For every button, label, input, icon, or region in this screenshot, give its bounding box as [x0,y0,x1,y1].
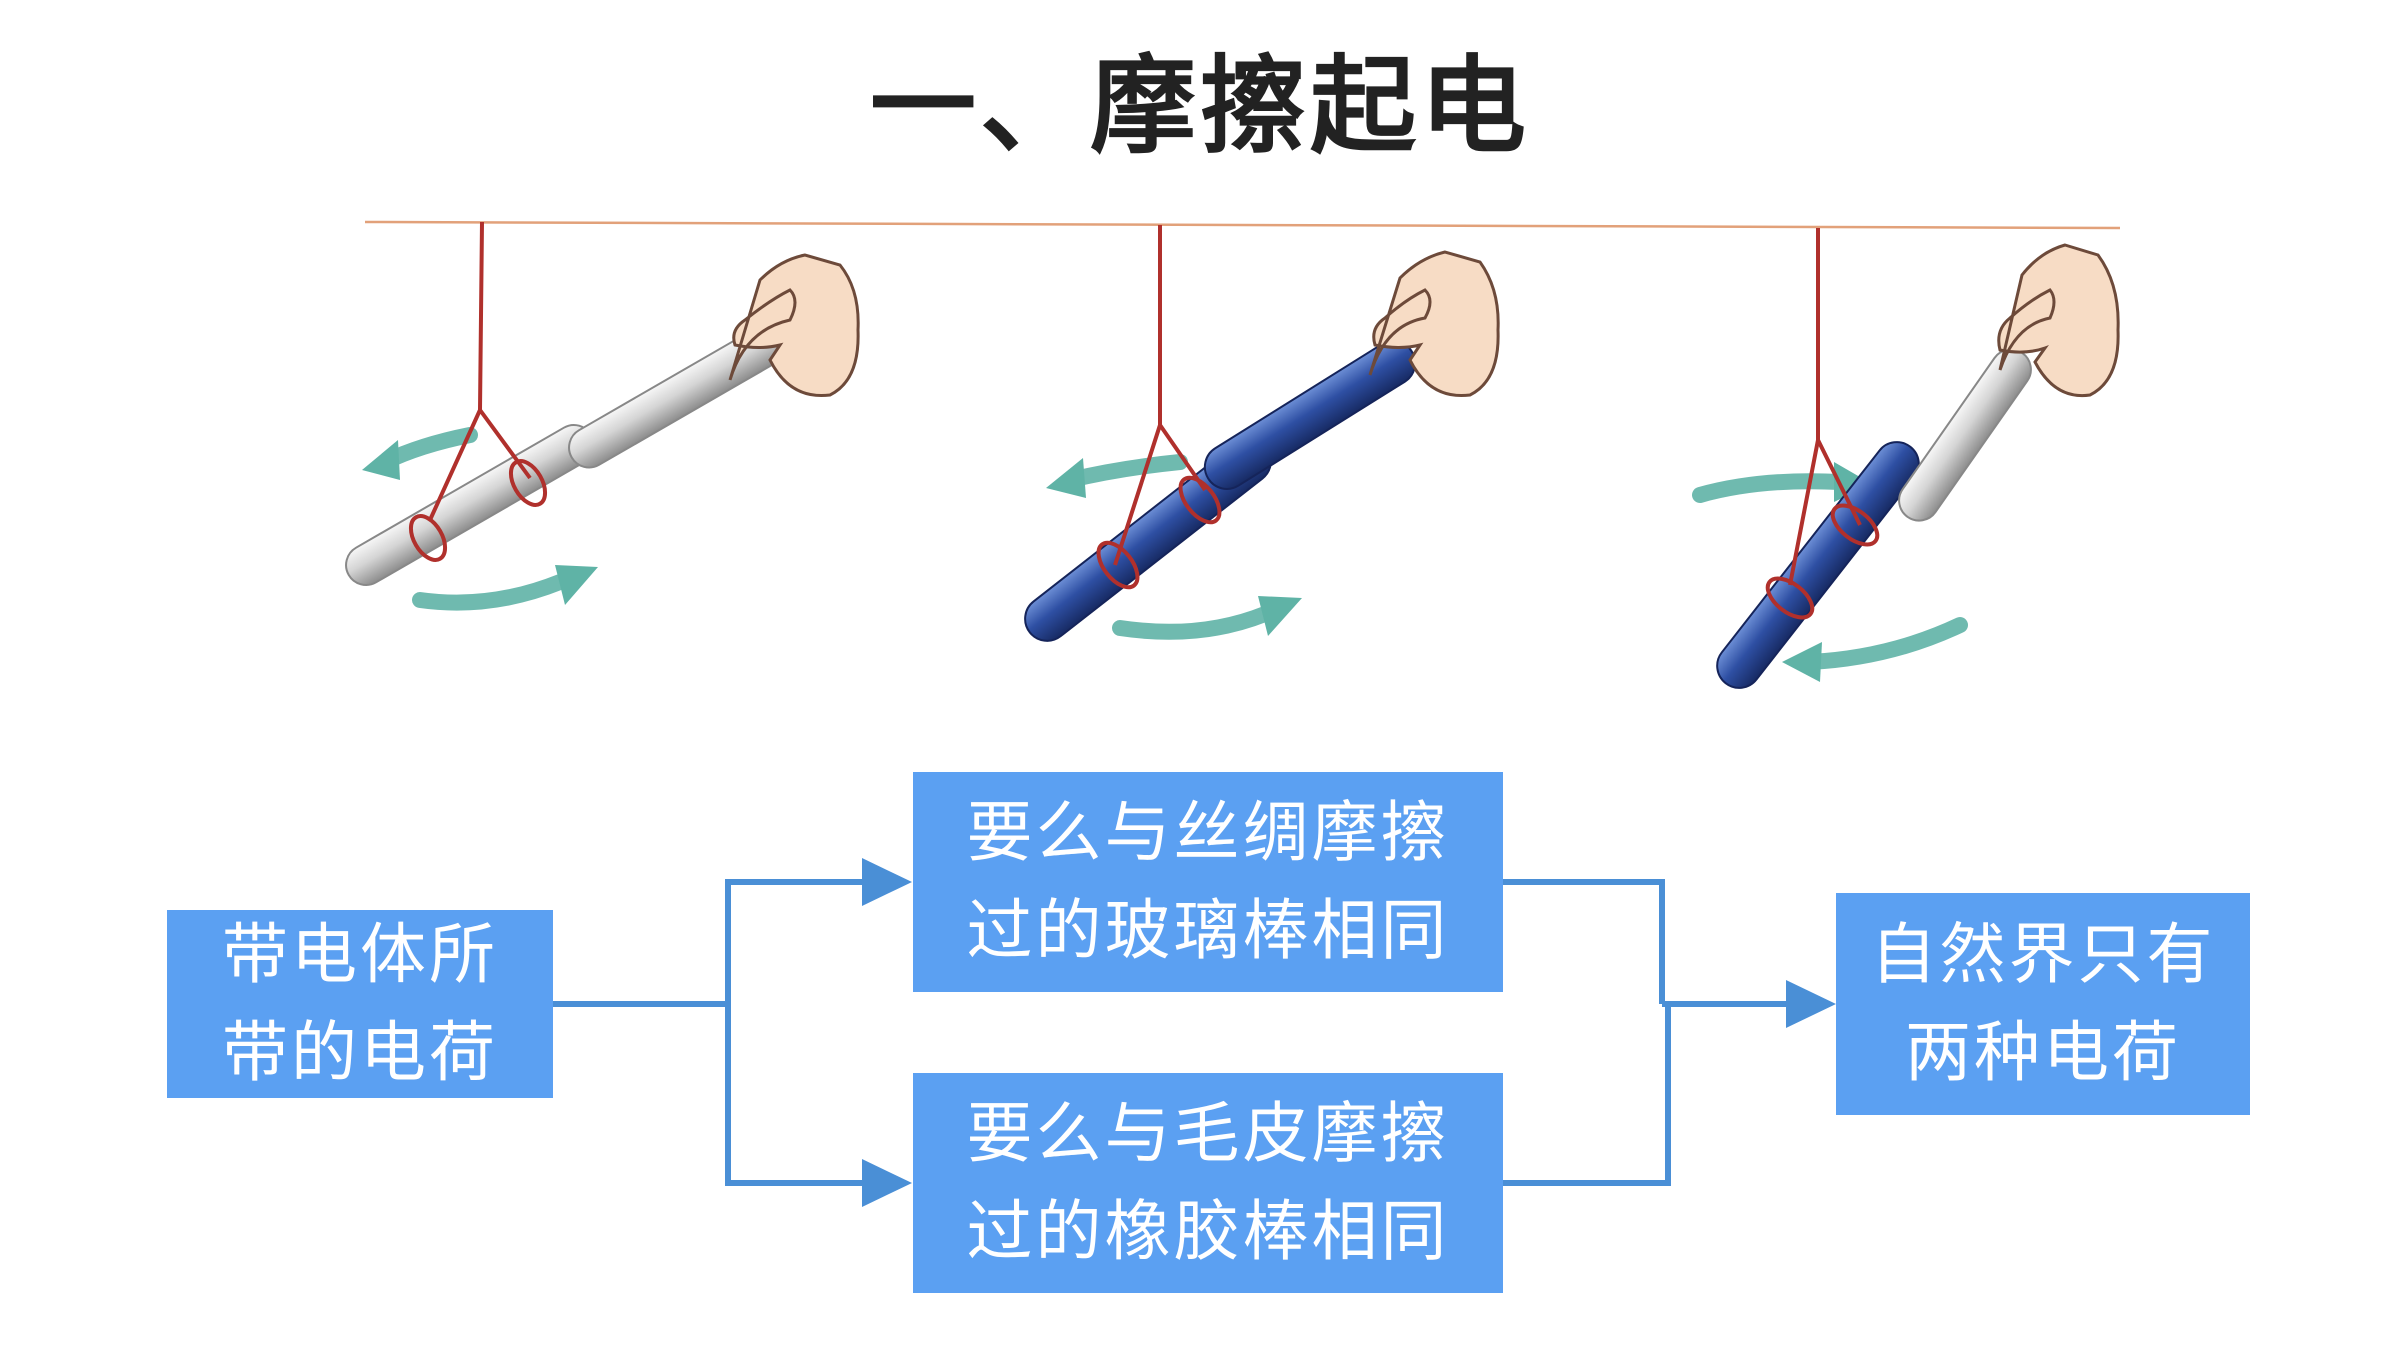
box-fur-rubber: 要么与毛皮摩擦 过的橡胶棒相同 [913,1073,1503,1293]
arrowhead-icon [555,565,598,605]
arrowhead-icon [1786,980,1836,1028]
connector-lower-out [1503,1004,1671,1186]
string-loop [508,459,548,507]
box-line: 带电体所 [222,916,498,993]
string-loop [1178,475,1222,525]
suspension-string [1788,228,1862,586]
flow-connectors [553,879,1795,1186]
arrowhead-icon [1258,596,1302,636]
box-line: 过的玻璃棒相同 [966,892,1450,969]
suspension-string [428,221,532,521]
string-loop [1830,503,1880,547]
box-line: 带的电荷 [222,1014,498,1091]
box-silk-glass: 要么与丝绸摩擦 过的玻璃棒相同 [913,772,1503,992]
arrowhead-icon [862,1159,912,1207]
box-line: 要么与丝绸摩擦 [966,794,1450,871]
arrowhead-icon [1782,642,1822,682]
box-line: 两种电荷 [1905,1014,2181,1091]
box-line: 要么与毛皮摩擦 [966,1095,1450,1172]
box-charged-body: 带电体所 带的电荷 [167,910,553,1098]
hand-icon [728,253,860,398]
glass-rod-held [1898,348,2032,522]
box-line: 自然界只有 [1870,916,2216,993]
rotation-arrow-icon [1692,473,1848,503]
box-two-charges: 自然界只有 两种电荷 [1836,893,2250,1115]
arrowhead-icon [1046,458,1086,498]
string-loop [408,514,448,562]
arrowhead-icon [362,440,400,480]
connector-upper-out [1503,879,1665,1004]
hanging-line [364,220,2121,230]
arrowhead-icon [862,858,912,906]
rubber-rod-held [1203,340,1417,490]
connector-to-upper [725,879,870,1183]
illustration-glass-glass [345,221,860,611]
hand-icon [1997,243,2120,398]
page-title: 一、摩擦起电 [870,45,1530,168]
string-loop [1096,540,1140,590]
rubber-rod-hanging [1716,441,1920,689]
box-line: 过的橡胶棒相同 [966,1193,1450,1270]
rotation-arrow-icon [1112,606,1273,640]
rotation-arrow-icon [412,574,568,611]
hand-icon [1368,250,1500,398]
rotation-arrow-icon [1062,454,1188,488]
illustration-rubber-glass [1692,228,2120,689]
string-loop [1765,576,1815,620]
connector-to-lower [725,1004,870,1186]
rotation-arrow-icon [1802,617,1968,670]
illustration-rubber-rubber [1024,225,1500,642]
